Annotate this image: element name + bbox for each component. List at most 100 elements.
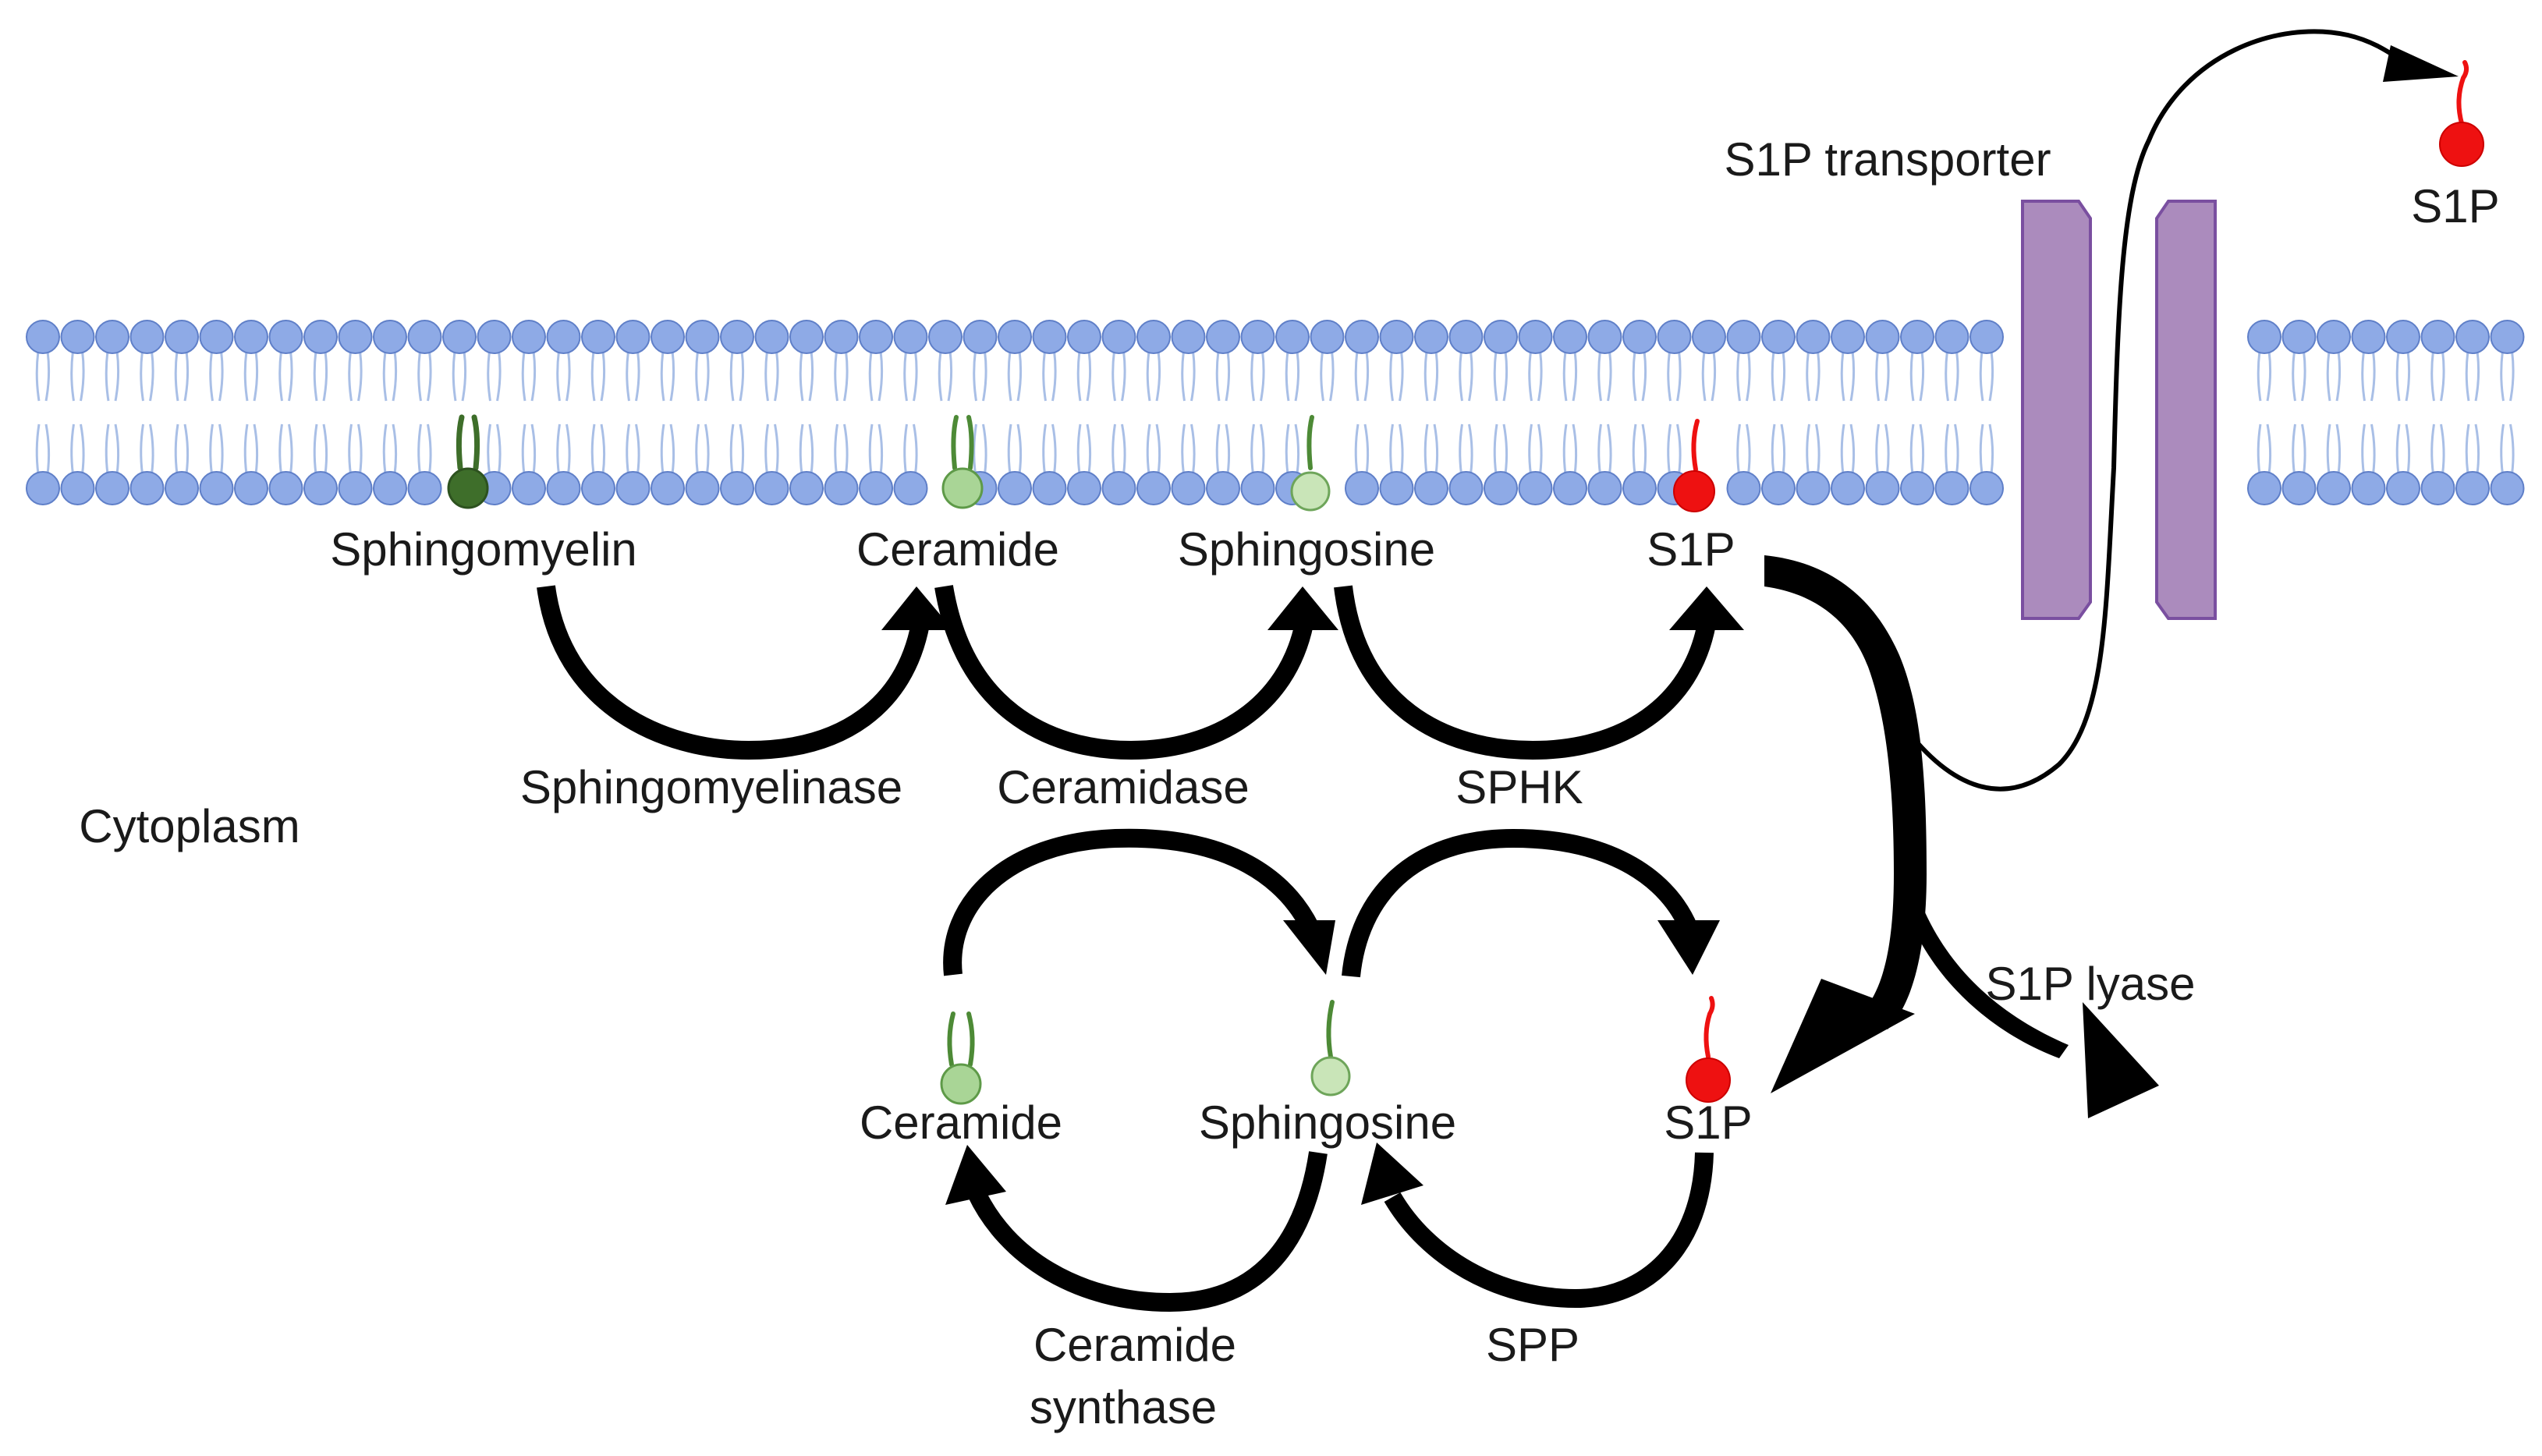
lipid-tail [1806, 423, 1821, 475]
lipid-tail [487, 423, 502, 475]
sphk-membrane-arrowhead [1669, 586, 1744, 630]
lipid-tail [2292, 423, 2306, 475]
lipid-tail [243, 423, 259, 475]
lipid-tail [1493, 350, 1509, 402]
lipid-head [2247, 320, 2281, 354]
lipid-head [1484, 320, 1518, 354]
lipid-head [2420, 471, 2455, 505]
lipid-tail [834, 350, 849, 402]
s1p-recycle-arrowhead [1771, 979, 1915, 1093]
lipid-tail [313, 350, 328, 402]
lipid-tail [2500, 423, 2515, 475]
lipid-tail [1285, 423, 1300, 475]
lipid-head [1032, 471, 1067, 505]
lipid-tail [868, 423, 884, 475]
lipid-head [1934, 471, 1969, 505]
s1p-lyase-arrow [1764, 555, 1927, 1029]
lipid-head [477, 320, 512, 354]
lipid-head [1796, 471, 1831, 505]
lipid-tail [1945, 423, 1959, 475]
lipid-tail [1389, 423, 1404, 475]
lipid-tail [35, 423, 51, 475]
lipid-tail [140, 423, 154, 475]
lipid-tail [174, 350, 190, 402]
label-s1p-cytoplasm: S1P [1664, 1096, 1752, 1149]
lipid-head [2317, 471, 2351, 505]
lipid-head [754, 320, 789, 354]
lipid-tail [35, 350, 51, 402]
s1p-molecule-extracellular [2439, 60, 2484, 167]
sphk-membrane-arrow [1334, 585, 1716, 760]
lipid-tail [1701, 350, 1717, 402]
lipid-head [373, 471, 407, 505]
lipid-tail [626, 350, 640, 402]
lipid-tail [2361, 350, 2376, 402]
lipid-tail [1632, 423, 1647, 475]
lipid-head [928, 320, 963, 354]
lipid-head [2281, 320, 2317, 354]
lipid-tail [1632, 350, 1647, 402]
ceramidase-arrow [934, 585, 1314, 760]
lipid-head [581, 320, 615, 354]
lipid-head [1345, 320, 1379, 354]
ceramidase-cytoplasm-arrowhead [1283, 920, 1335, 975]
lipid-tail [729, 423, 745, 475]
spp-arrow [1384, 1152, 1714, 1309]
lipid-tail [1354, 350, 1370, 402]
lipid-head [893, 471, 928, 505]
lipid-tail [695, 350, 710, 402]
lipid-head [1587, 320, 1622, 354]
lipid-tail [2465, 423, 2480, 475]
lipid-head [685, 471, 720, 505]
lipid-head [1275, 320, 1310, 354]
lipid-head [95, 320, 129, 354]
lipid-tail [1493, 423, 1509, 475]
lipid-tail [1423, 350, 1439, 402]
lipid-tail [660, 350, 675, 402]
lipid-head [2351, 471, 2386, 505]
lipid-tail [105, 350, 120, 402]
lipid-head [1448, 320, 1484, 354]
sphingomyelin-molecule [447, 414, 489, 509]
lipid-tail [973, 350, 987, 402]
lipid-tail [417, 350, 432, 402]
lipid-head [199, 320, 234, 354]
sphingomyelinase-arrow [537, 585, 930, 760]
lipid-head [1726, 471, 1761, 505]
lipid-tail [1562, 423, 1578, 475]
lipid-tail [1320, 350, 1335, 402]
lipid-head [442, 320, 477, 354]
s1p-export-arrowhead [2383, 45, 2459, 82]
lipid-tail [174, 423, 190, 475]
lipid-head [26, 320, 60, 354]
lipid-tail [1423, 423, 1439, 475]
lipid-tail [938, 350, 953, 402]
lipid-head [1865, 320, 1900, 354]
lipid-head [1831, 471, 1865, 505]
lipid-head [685, 320, 720, 354]
lipid-head [615, 471, 651, 505]
lipid-head [1379, 471, 1414, 505]
lipid-tail [348, 423, 363, 475]
lipid-head [199, 471, 234, 505]
lipid-tail [417, 423, 432, 475]
lipid-tail [1111, 423, 1126, 475]
lipid-tail [1042, 423, 1057, 475]
lipid-tail [903, 350, 918, 402]
lipid-tail [1354, 423, 1370, 475]
lipid-tail [2326, 423, 2342, 475]
transporter-subunit-right [2155, 200, 2217, 620]
lipid-head [1448, 471, 1484, 505]
ceramidase-cytoplasm-arrow [943, 828, 1319, 976]
lipid-tail [1528, 350, 1543, 402]
lipid-tail [1285, 350, 1300, 402]
lipid-head [859, 471, 893, 505]
lipid-head [754, 471, 789, 505]
spp-arrowhead [1361, 1142, 1423, 1205]
lipid-head [1032, 320, 1067, 354]
lipid-head [338, 320, 373, 354]
lipid-head [1518, 320, 1553, 354]
s1p-lyase-branch [1906, 912, 2069, 1058]
lipid-head [1414, 320, 1448, 354]
